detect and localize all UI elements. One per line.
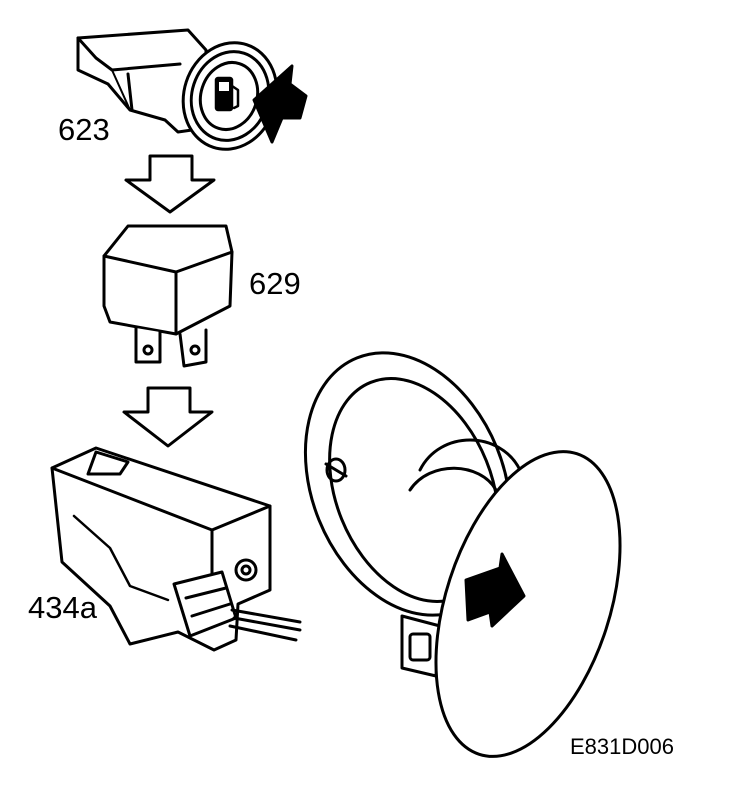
relay <box>102 224 234 368</box>
label-relay: 629 <box>249 266 301 301</box>
press-arrow <box>252 64 308 144</box>
fuel-flap-switch <box>76 28 308 151</box>
flow-arrow-relay-to-actuator <box>122 386 214 448</box>
fuel-flap-door <box>434 450 622 758</box>
flow-arrow-switch-to-relay <box>124 154 216 214</box>
figure-code: E831D006 <box>570 734 674 759</box>
fuel-filler-housing <box>303 351 522 678</box>
label-switch: 623 <box>58 112 110 147</box>
fuel-pump-icon <box>214 76 240 112</box>
label-actuator: 434a <box>28 590 98 625</box>
fuel-flap-actuator <box>50 446 302 652</box>
